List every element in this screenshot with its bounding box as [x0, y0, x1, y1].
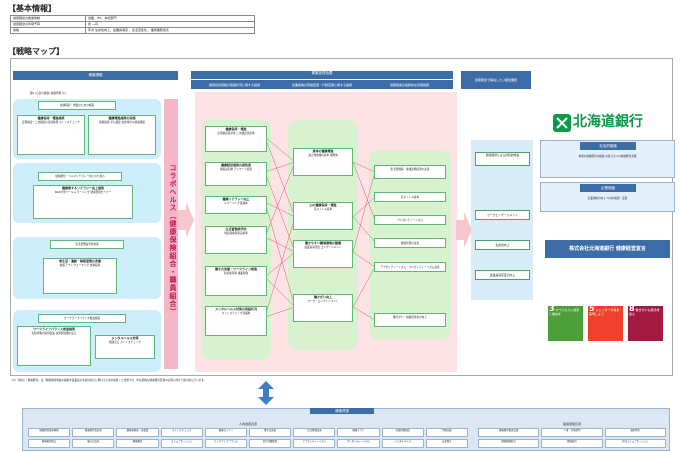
resource-cell: 健康相談窓口	[28, 439, 71, 448]
final-indicator: 生活習慣病・健康診断結果の改善	[374, 165, 446, 179]
resources-title: 健康資源	[310, 408, 374, 414]
sdg-3-icon: 3 すべての人に健康と福祉を	[548, 305, 583, 341]
resource-cell: 健康経営責任者	[72, 428, 115, 437]
resource-cell: 健康経営推進体制	[28, 428, 71, 437]
resource-cell: 女性活躍推進	[249, 439, 292, 448]
resource-cell: 健康保険組合	[478, 439, 540, 448]
resource-cell: 有給休暇制度	[381, 428, 424, 437]
resource-cell: ストレスチェック	[160, 428, 203, 437]
corporate-value-body: 企業価値の向上 人材の確保・定着	[587, 197, 628, 200]
collabo-health-label: コラボヘルス（健康保険組合・職員組合）	[169, 164, 177, 316]
effect-indicator: 働きやすい職場環境の整備従業員満足度 エンゲージメント	[293, 240, 353, 268]
org-resources-grid: 健康経営推進会議人事・労務部門福利厚生健康保険組合職員組合社内コミュニケーション	[478, 428, 666, 448]
resource-cell: 健康管理室・産業医	[116, 428, 159, 437]
effect-indicator: 身体の健康増進適正体重維持者率 喫煙率	[293, 148, 353, 176]
final-indicator: 健康状態の改善	[374, 238, 446, 248]
goal-item: ワークエンゲージメント	[475, 210, 530, 220]
effect-indicator: 働き方改善・ワークライフ推進有給取得率 残業時間	[205, 266, 267, 296]
header-goal: 健康経営で解決したい経営課題	[461, 71, 531, 89]
final-indicator: アブセンティーイズム・プレゼンティーイズム改善	[374, 262, 446, 272]
issue-box: 健康増進施策の実施保健指導 がん検診 女性特有の健康課題	[88, 115, 156, 155]
basic-value: 年次 生産性向上、従業員満足 、生活活性化、 業者業務改善	[85, 27, 255, 34]
arrow-right-icon	[456, 212, 472, 248]
resource-cell: 健康アプリ	[337, 428, 380, 437]
footnote: （※）当社の「健康経営」は「健康保持増進の取組を従業員の生産性向上に繋げるための…	[10, 379, 207, 382]
final-indicator: 高ストレス者率	[374, 192, 446, 202]
effect-indicator: 健康保持・増進定期健診受診率 二次検診受診率	[205, 126, 267, 152]
social-value-title: 社会的価値	[580, 142, 636, 150]
resource-cell: 禁煙支援	[425, 428, 468, 437]
issue-group-title: ワークライフバランス推進施策	[38, 314, 126, 323]
resource-cell: 健康経営推進会議	[478, 428, 540, 437]
effect-indicator: 心の健康保持・増進高ストレス者率	[293, 202, 353, 230]
header-effect-sub3: 健康関連の最終的な目標指標	[366, 79, 453, 89]
header-issues: 健康課題	[13, 71, 178, 80]
resource-cell: 職員組合	[541, 439, 603, 448]
goal-item: 従業員満足度の向上	[475, 270, 530, 280]
resource-cell: コミュニケーション	[160, 439, 203, 448]
effect-indicator: メンタルヘルス対策の取組状況ストレスチェック受検率	[205, 306, 267, 336]
bank-logo-icon	[553, 114, 571, 132]
issue-group-title: 生活習慣病予防対策	[50, 240, 124, 249]
strategy-map-frame	[10, 58, 673, 376]
arrow-right-icon	[178, 202, 194, 238]
strategy-map-title: 【戦略マップ】	[8, 47, 64, 56]
sdg-8-icon: 8 働きがいも経済成長も	[628, 305, 663, 341]
sdg-5-icon: 5 ジェンダー平等を実現しよう	[588, 305, 623, 341]
goal-item: 生産性向上	[475, 240, 530, 250]
goal-item: 健康経営による持続的成長	[475, 152, 530, 166]
resource-cell: 健康教育	[116, 439, 159, 448]
org-resources-title: 組織健康資源	[562, 422, 581, 426]
resource-cell: 食生活改善	[249, 428, 292, 437]
issue-box: ワークライフバランス推進施策有給休暇の取得促進 長時間労働の是正	[17, 326, 91, 366]
resource-cell: プレゼンティーイズム	[337, 439, 380, 448]
effect-indicator: 生活習慣病予防特定保健指導実施率	[205, 226, 267, 254]
bank-name: 北海道銀行	[573, 114, 643, 130]
header-effect-sub2: 従業員等の意識変容・行動変容に関する指標	[278, 79, 366, 89]
issue-box: メンタルヘルス対策相談窓口 ストレスチェック	[95, 335, 155, 359]
collabo-health-bar	[164, 99, 178, 369]
final-indicator: 働きがい・組織活性化の向上	[374, 313, 446, 327]
double-arrow-icon	[258, 381, 274, 405]
effect-indicator: 働きがい向上ワーク・エンゲイジメント	[293, 294, 353, 322]
resource-cell: メンタルヘルス	[381, 439, 424, 448]
effect-connectors	[264, 136, 376, 321]
social-value-body: 地域の健康経営の推進 お客さまへの健康経営支援	[578, 155, 637, 158]
basic-info-title: 【基本情報】	[8, 4, 56, 13]
resource-cell: 働き方改革	[72, 439, 115, 448]
resource-cell: 安全衛生	[425, 439, 468, 448]
human-resources-grid: 健康経営推進体制健康経営責任者健康管理室・産業医ストレスチェック健康セミナー食生…	[28, 428, 468, 448]
resource-cell: アブセンティーイズム	[293, 439, 336, 448]
issue-box: 食生活・運動・睡眠習慣の改善健康アプリ ウォーキング 食事指導	[43, 258, 117, 294]
effect-indicator: 健康経営施策の認知度施策認知率 アンケート結果	[205, 162, 267, 186]
resource-cell: 福利厚生	[604, 428, 666, 437]
resource-cell: 健康セミナー	[204, 428, 247, 437]
corporate-value-title: 企業価値	[580, 184, 636, 192]
basic-key: 施策	[10, 27, 86, 34]
resource-cell: 生活習慣改善	[293, 428, 336, 437]
header-effect-sub1: 健康投資施策の取組状況に関する指標	[191, 79, 278, 89]
issue-box: 健康保持・増進施策定期健診・二次検診の受診勧奨 ストレスチェック	[17, 115, 85, 155]
resource-cell: 人事・労務部門	[541, 428, 603, 437]
health-declaration-banner: 株式会社北海道銀行 健康経営宣言	[545, 240, 670, 258]
final-indicator: プレゼンティーイズム	[374, 215, 446, 225]
header-effects: 健康投資効果	[191, 71, 453, 80]
issue-group-title: 健康経営・ヘルスリテラシー向上のための	[38, 172, 122, 181]
issues-note: 図1 (心身の健康) 健康状態 (1)	[30, 92, 66, 95]
resource-cell: 社内コミュニケーション	[604, 439, 666, 448]
issue-group-title: 健康保持・増進のための施策	[38, 101, 116, 110]
human-resources-title: 人的健康資源	[238, 422, 257, 426]
resource-cell: ワークライフバランス	[204, 439, 247, 448]
basic-info-table: 健康経営の推進体制営業、IFS、本社部門 健康経営の年間予算約 ―円 施策年次 …	[10, 15, 255, 34]
